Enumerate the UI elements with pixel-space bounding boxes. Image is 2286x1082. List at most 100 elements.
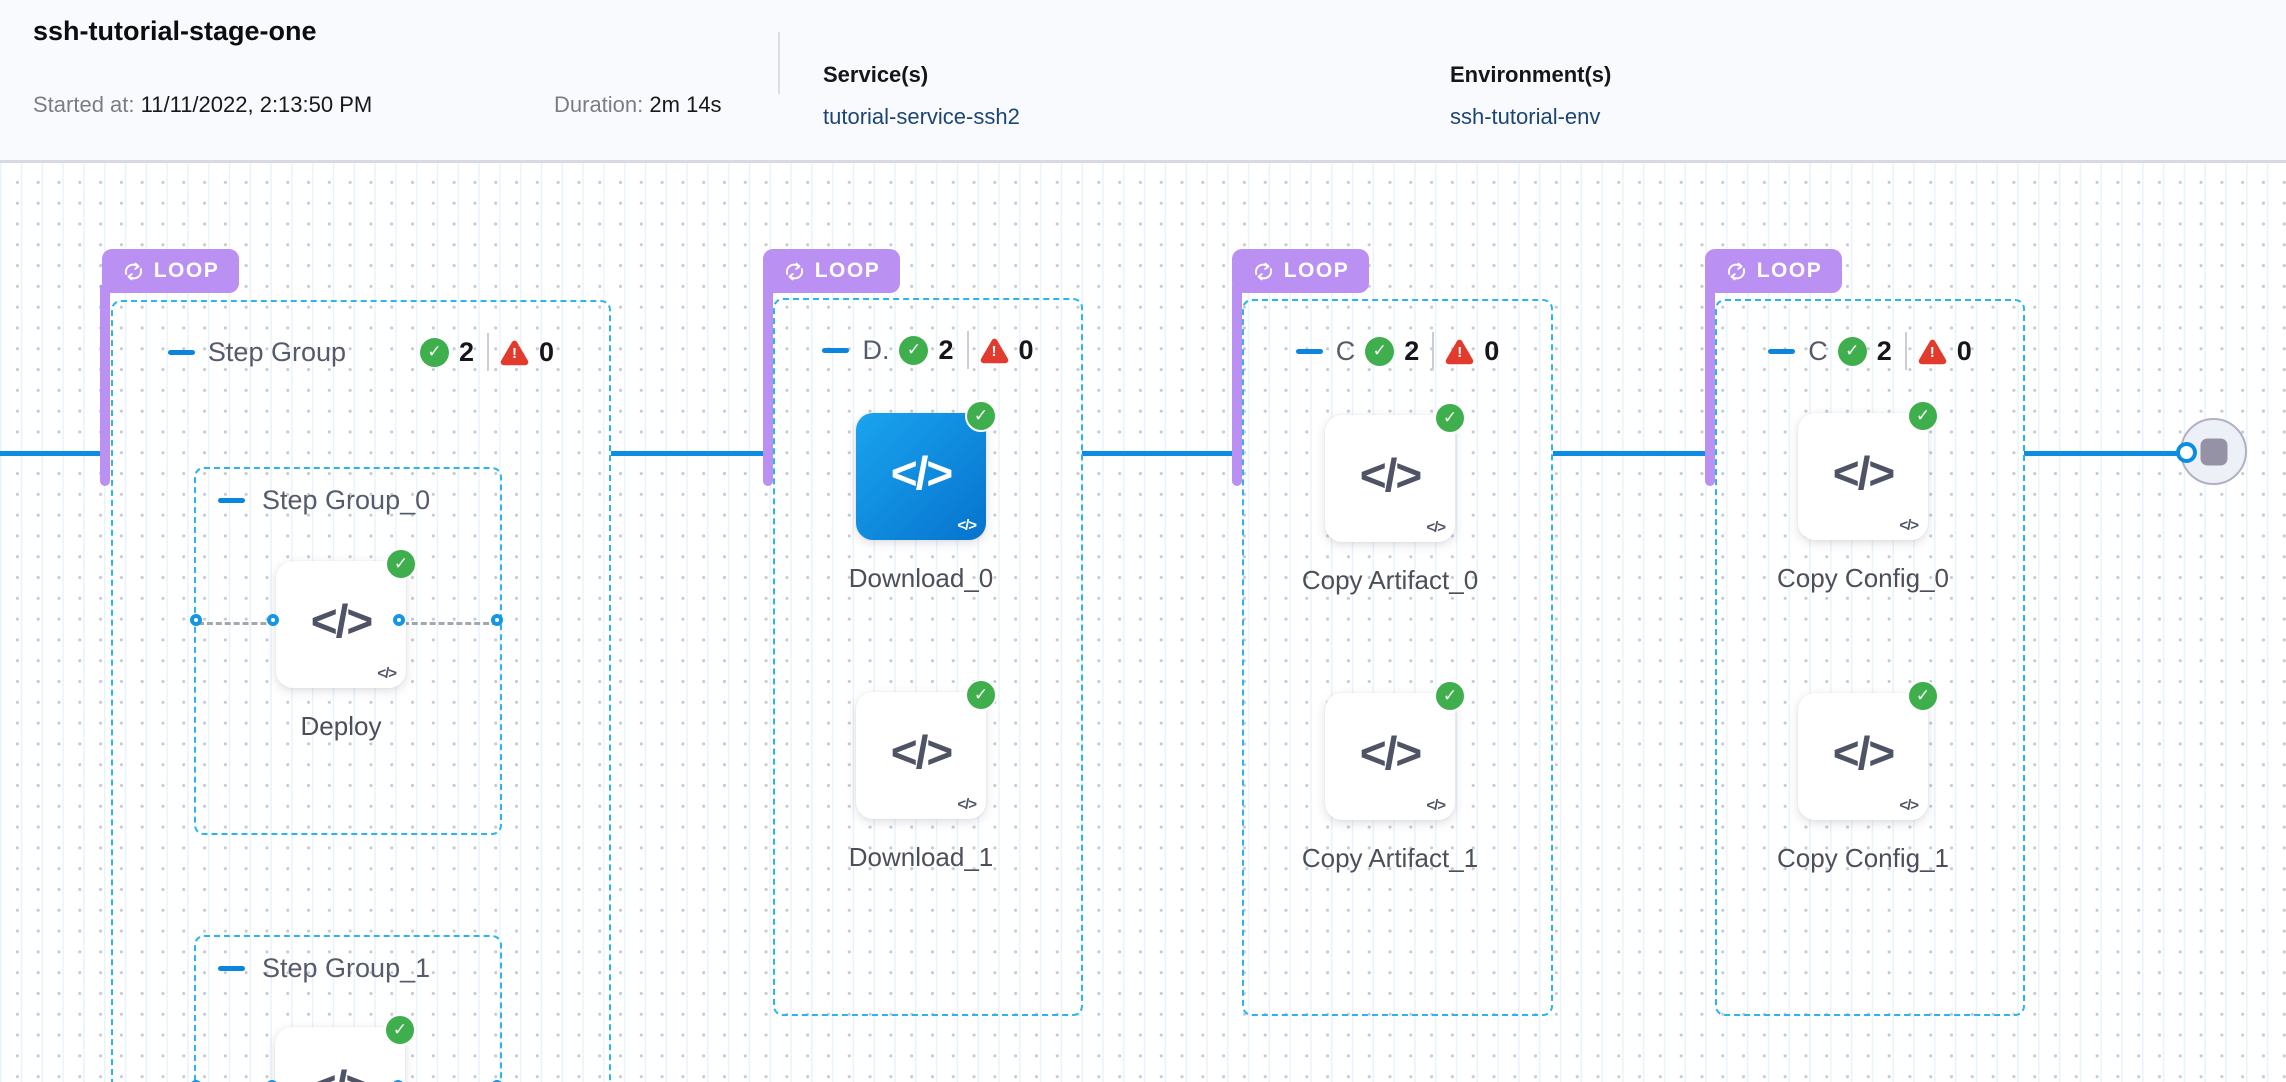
group-title: D.	[862, 334, 890, 365]
group-header[interactable]: C ✓ 2 ! 0	[1717, 329, 2023, 373]
group-header[interactable]: Step Group ✓ 2 ! 0	[113, 330, 609, 374]
status-divider	[487, 333, 490, 371]
page-title: ssh-tutorial-stage-one	[33, 16, 317, 46]
step-card[interactable]: </> </>	[1798, 693, 1928, 820]
loop-icon	[1254, 262, 1272, 280]
step-label: Copy Artifact_0	[1301, 565, 1479, 595]
code-icon-small: </>	[1426, 797, 1446, 814]
step-label: Deploy	[300, 711, 382, 741]
loop-badge-label: LOOP	[153, 259, 220, 282]
stop-square-icon	[2200, 438, 2227, 465]
code-icon-small: </>	[957, 796, 977, 813]
loop-icon	[1727, 262, 1745, 280]
loop-badge: LOOP	[1705, 249, 1842, 293]
success-count: 2	[1876, 335, 1892, 366]
code-icon: </>	[310, 594, 374, 647]
step-label: Download_0	[848, 563, 994, 593]
step-card[interactable]: </> </>	[1325, 693, 1455, 820]
failure-warning-icon: !	[500, 339, 529, 366]
connector-line-segment	[1082, 451, 1233, 456]
connector-dot[interactable]	[267, 614, 279, 626]
loop-ribbon	[100, 285, 110, 486]
connector-dot[interactable]	[491, 1080, 503, 1082]
step-partial: </> </> ✓	[275, 1014, 416, 1082]
group-header[interactable]: Step Group_1	[218, 953, 430, 984]
status-success-icon: ✓	[1907, 680, 1939, 712]
code-icon-small: </>	[1899, 797, 1919, 814]
status-success-icon: ✓	[1434, 402, 1466, 434]
step-download-0: </> </> ✓ Download_0	[849, 400, 997, 593]
failure-warning-icon: !	[1445, 338, 1474, 365]
status-success-icon: ✓	[384, 1014, 416, 1046]
services-label: Service(s)	[823, 62, 929, 87]
status-success-icon: ✓	[1907, 400, 1939, 432]
loop-badge-label: LOOP	[1283, 259, 1350, 282]
service-link[interactable]: tutorial-service-ssh2	[823, 104, 1020, 129]
connector-dot[interactable]	[491, 614, 503, 626]
loop-ribbon	[1705, 285, 1715, 486]
duration-value: 2m 14s	[649, 92, 722, 117]
loop-badge-label: LOOP	[1756, 259, 1823, 282]
success-check-icon: ✓	[899, 335, 929, 365]
connector-dot[interactable]	[190, 614, 202, 626]
connector-dot[interactable]	[392, 1080, 404, 1082]
step-copy-config-1: </> </> ✓ Copy Config_1	[1777, 680, 1949, 873]
success-count: 2	[459, 336, 475, 367]
step-card[interactable]: </> </>	[276, 561, 406, 688]
step-card[interactable]: </> </>	[1798, 413, 1928, 540]
services-block: Service(s) tutorial-service-ssh2	[823, 62, 1020, 130]
group-title: Step Group_0	[262, 485, 431, 515]
status-divider	[1432, 332, 1435, 370]
group-header[interactable]: D. ✓ 2 ! 0	[775, 328, 1081, 372]
loop-badge: LOOP	[1232, 249, 1369, 293]
group-header[interactable]: Step Group_0	[218, 485, 430, 516]
failure-warning-icon: !	[1918, 338, 1947, 365]
loop-ribbon	[1232, 285, 1242, 486]
failure-count: 0	[539, 336, 555, 367]
step-label: Copy Config_0	[1777, 563, 1949, 593]
step-card[interactable]: </> </>	[275, 1027, 405, 1082]
code-icon: </>	[1832, 446, 1896, 499]
success-check-icon: ✓	[420, 337, 450, 367]
step-copy-artifact-1: </> </> ✓ Copy Artifact_1	[1302, 680, 1478, 873]
collapse-minus-icon[interactable]	[218, 966, 245, 971]
connector-line-segment	[1553, 451, 1706, 456]
group-box-copy-config: C ✓ 2 ! 0 </> </> ✓ Copy Config_0 </> </…	[1715, 299, 2025, 1016]
step-label: Copy Config_1	[1777, 843, 1949, 873]
step-copy-config-0: </> </> ✓ Copy Config_0	[1777, 400, 1949, 593]
collapse-minus-icon[interactable]	[1295, 348, 1323, 354]
pipeline-canvas[interactable]: LOOP LOOP LOOP LOOP Step Group ✓ 2	[0, 163, 2286, 1082]
environment-link[interactable]: ssh-tutorial-env	[1450, 104, 1601, 129]
collapse-minus-icon[interactable]	[822, 347, 850, 353]
code-icon: </>	[1832, 726, 1896, 779]
started-at-value: 11/11/2022, 2:13:50 PM	[140, 92, 373, 117]
loop-ribbon	[763, 285, 773, 486]
collapse-minus-icon[interactable]	[218, 498, 245, 503]
step-card[interactable]: </> </>	[856, 692, 986, 819]
status-success-icon: ✓	[1434, 680, 1466, 712]
step-deploy: </> </> ✓ Deploy	[276, 548, 417, 741]
failure-count: 0	[1956, 335, 1972, 366]
loop-icon	[785, 262, 803, 280]
collapse-minus-icon[interactable]	[1768, 348, 1796, 354]
duration: Duration: 2m 14s	[554, 92, 722, 118]
loop-icon	[124, 262, 142, 280]
failure-warning-icon: !	[980, 337, 1009, 364]
collapse-minus-icon[interactable]	[167, 349, 195, 355]
connector-dot[interactable]	[266, 1080, 278, 1082]
connector-line-segment	[611, 451, 764, 456]
group-box-step-group-1: Step Group_1 </> </> ✓	[190, 935, 503, 1082]
environments-label: Environment(s)	[1450, 62, 1612, 87]
connector-dot[interactable]	[393, 614, 405, 626]
group-header[interactable]: C ✓ 2 ! 0	[1244, 329, 1551, 373]
code-icon-small: </>	[1426, 519, 1446, 536]
status-success-icon: ✓	[965, 400, 997, 432]
step-card-active[interactable]: </> </>	[856, 413, 986, 540]
started-at-label: Started at:	[33, 92, 135, 117]
status-divider	[966, 331, 969, 369]
duration-label: Duration:	[554, 92, 644, 117]
step-card[interactable]: </> </>	[1325, 415, 1455, 542]
failure-count: 0	[1484, 335, 1500, 366]
code-icon-small: </>	[1899, 517, 1919, 534]
connector-dot[interactable]	[190, 1080, 202, 1082]
